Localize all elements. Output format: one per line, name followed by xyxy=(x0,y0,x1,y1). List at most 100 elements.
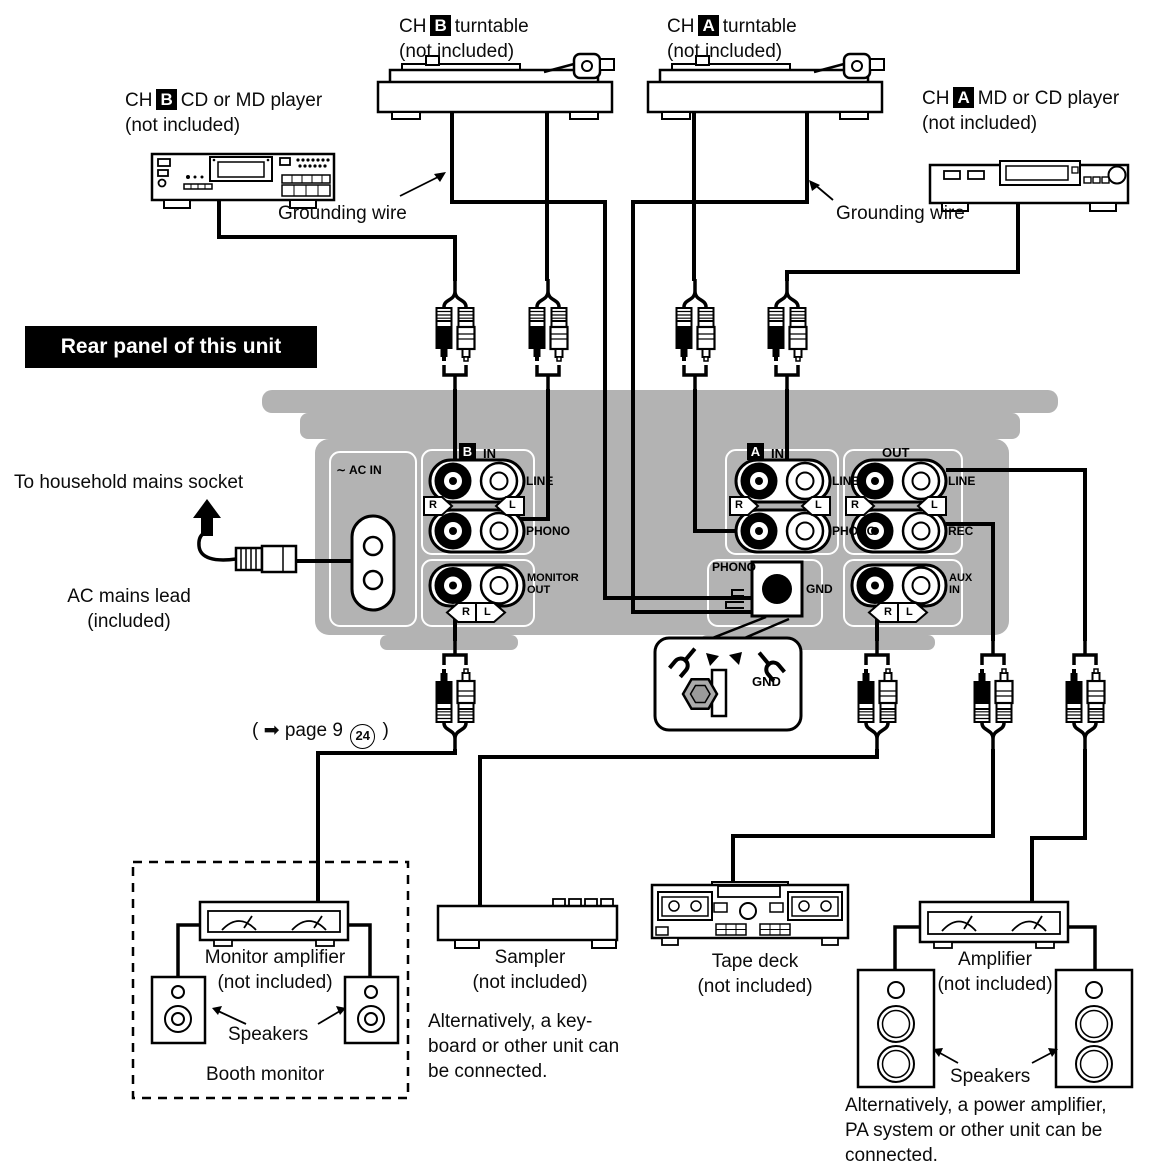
tape-deck-illustration xyxy=(650,881,850,946)
label-sampler-alternative: Alternatively, a key- board or other uni… xyxy=(428,1009,619,1084)
b-r-marker: R xyxy=(429,499,437,511)
right-arrow-icon: ➡ xyxy=(263,720,280,741)
booth-monitor-dashed-box xyxy=(131,860,410,1100)
device-name: Monitor amplifier xyxy=(204,947,346,968)
rca-pair-a-phono xyxy=(673,277,717,393)
not-included-note: (not included) xyxy=(697,976,813,997)
a-in-badge: A xyxy=(747,443,764,460)
phono-gnd-label: PHONO xyxy=(712,560,757,574)
paren-open: ( xyxy=(252,720,259,741)
ch-prefix: CH xyxy=(399,16,427,37)
ch-prefix: CH xyxy=(667,16,695,37)
b-in-badge: B xyxy=(459,443,476,460)
panel-foot-left xyxy=(380,635,518,650)
not-included-note: (not included) xyxy=(399,41,515,62)
channel-b-badge: B xyxy=(156,89,177,110)
device-name: Sampler xyxy=(494,947,566,968)
ac-lead-text: AC mains lead xyxy=(67,586,191,607)
b-in-header: IN xyxy=(483,446,496,461)
ac-lead-note: (included) xyxy=(87,611,171,632)
md-player-a-illustration xyxy=(928,160,1130,212)
wire-grounding-a xyxy=(631,112,809,614)
ground-symbol xyxy=(725,589,744,609)
label-grounding-wire-left: Grounding wire xyxy=(278,203,407,224)
monitor-label-2: OUT xyxy=(527,584,551,596)
not-included-note: (not included) xyxy=(922,113,1038,134)
wire-into-b-phono xyxy=(512,389,550,521)
jack-circles xyxy=(434,461,941,605)
device-name: turntable xyxy=(722,16,797,37)
grounding-arrow-right xyxy=(809,180,820,191)
channel-b-badge: B xyxy=(430,15,451,36)
out-rec-label: REC xyxy=(948,524,974,538)
label-booth-monitor: Booth monitor xyxy=(206,1064,325,1085)
cd-player-b-illustration xyxy=(150,152,336,209)
sampler-illustration xyxy=(436,898,619,949)
label-mains-socket: To household mains socket xyxy=(14,472,244,493)
amplifier-illustration xyxy=(918,900,1070,949)
ac-inlet xyxy=(350,514,396,612)
ch-prefix: CH xyxy=(922,88,950,109)
label-amp-alternative: Alternatively, a power amplifier, PA sys… xyxy=(845,1093,1107,1168)
rca-pair-a-line xyxy=(765,277,809,393)
grounding-arrow-left xyxy=(434,172,446,182)
wire-mdplayer-a-to-line-in xyxy=(785,200,1020,281)
speaker-right-large xyxy=(1054,968,1134,1089)
not-included-note: (not included) xyxy=(667,41,783,62)
gnd-label: GND xyxy=(806,582,833,596)
rca-pair-b-line xyxy=(433,277,477,393)
label-grounding-wire-right: Grounding wire xyxy=(836,203,965,224)
a-l-marker: L xyxy=(815,499,822,511)
not-included-note: (not included) xyxy=(472,972,588,993)
alt-line-1: Alternatively, a power amplifier, xyxy=(845,1095,1107,1116)
wire-rec-to-tapedeck xyxy=(731,749,995,887)
label-amplifier: Amplifier (not included) xyxy=(925,947,1065,997)
channel-a-badge: A xyxy=(953,87,974,108)
gnd-callout xyxy=(653,615,803,732)
phono-gnd-group xyxy=(707,559,823,627)
wire-monitor-to-booth xyxy=(316,749,457,904)
device-name: Amplifier xyxy=(958,949,1032,970)
circled-24-icon: 24 xyxy=(350,724,376,749)
monitor-out-group xyxy=(421,559,535,627)
rear-panel-title: Rear panel of this unit xyxy=(25,326,317,368)
spade-lug-right xyxy=(757,651,786,683)
alt-line-2: PA system or other unit can be xyxy=(845,1120,1103,1141)
aux-in-group xyxy=(843,559,963,627)
monitor-l-marker: L xyxy=(484,606,491,618)
monitor-label-1: MONITOR xyxy=(527,572,579,584)
aux-r-marker: R xyxy=(884,606,892,618)
rca-pair-rec-out xyxy=(971,637,1015,753)
wire-rec-out-jack xyxy=(946,522,995,641)
a-r-marker: R xyxy=(735,499,743,511)
rca-pair-line-out xyxy=(1063,637,1107,753)
device-name: Tape deck xyxy=(711,951,799,972)
wire-aux-to-sampler xyxy=(478,749,879,907)
wire-into-a-phono xyxy=(693,389,740,533)
alt-line-3: be connected. xyxy=(428,1061,548,1082)
rl-markers xyxy=(423,496,947,623)
page-ref-text: page 9 xyxy=(284,720,343,741)
callout-arrow-right xyxy=(729,652,742,665)
a-in-header: IN xyxy=(771,446,784,461)
wire-amp-right-speaker xyxy=(1068,925,1097,972)
ac-in-label: ∼ AC IN xyxy=(336,463,382,477)
not-included-note: (not included) xyxy=(937,974,1053,995)
speakers-arrow-right-1 xyxy=(933,1048,943,1057)
aux-l-marker: L xyxy=(906,606,913,618)
ac-mains-lead xyxy=(197,530,298,574)
label-speakers-left: Speakers xyxy=(228,1024,309,1045)
rca-pair-b-phono xyxy=(526,277,570,393)
out-l-marker: L xyxy=(931,499,938,511)
speakers-arrow-right-2 xyxy=(1048,1048,1058,1057)
wire-lineout-to-amp xyxy=(1030,749,1087,904)
rca-pair-monitor-out xyxy=(433,637,477,753)
label-sampler: Sampler (not included) xyxy=(450,945,610,995)
speakers-arrow-left-1 xyxy=(212,1006,222,1015)
ac-in-group xyxy=(329,451,417,627)
label-tape-deck: Tape deck (not included) xyxy=(680,949,830,999)
wire-line-out-jack xyxy=(946,468,1087,641)
